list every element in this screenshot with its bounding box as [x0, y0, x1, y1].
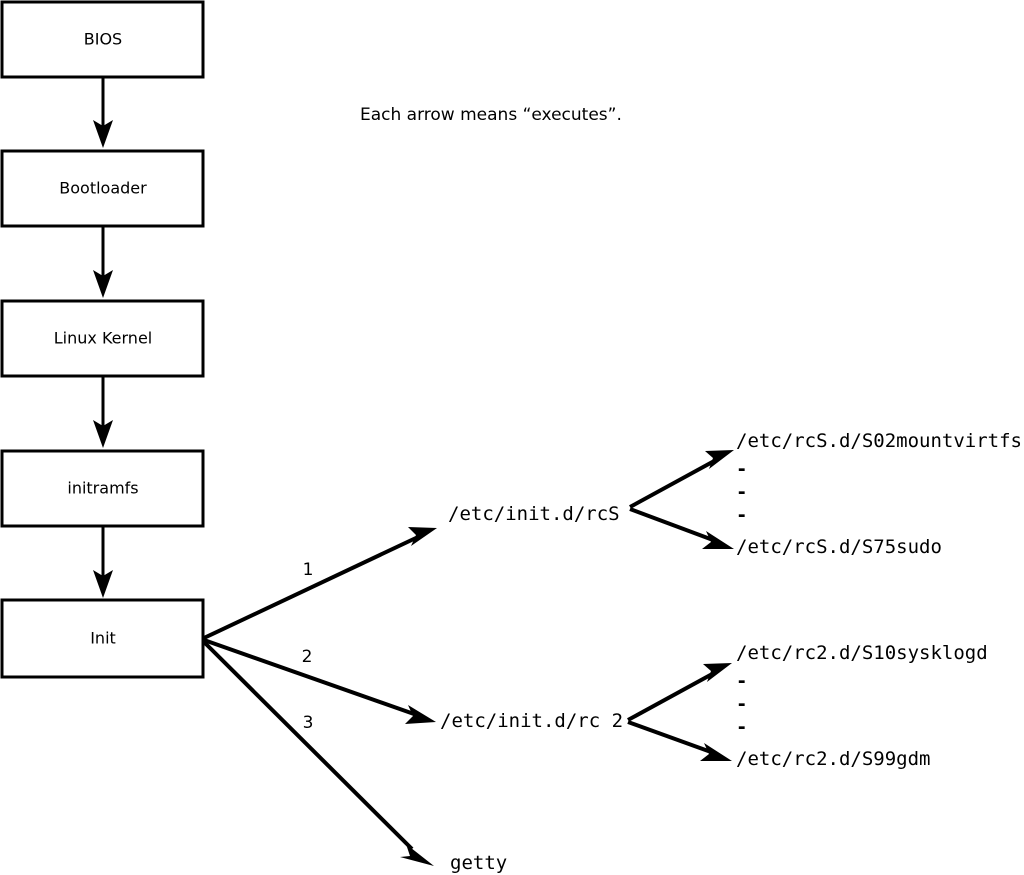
arrow-initramfs-to-init [93, 526, 113, 598]
label-etc-initd-rcs: /etc/init.d/rcS [448, 503, 620, 525]
bios-label: BIOS [84, 30, 122, 49]
arrowhead-icon [400, 844, 434, 866]
rc2-ellipsis-dash-2: - [736, 693, 747, 715]
arrow-kernel-to-initramfs [93, 376, 113, 448]
label-rc2-first-script: /etc/rc2.d/S10sysklogd [736, 642, 988, 664]
arrow-init-to-rcs: 1 [203, 527, 437, 640]
arrowhead-icon [705, 450, 734, 469]
arrowhead-icon [408, 527, 437, 546]
initramfs-box [0, 449, 205, 528]
edge-number-1: 1 [303, 560, 314, 580]
bios-box [0, 0, 205, 79]
edge-number-3: 3 [303, 713, 314, 733]
init-box [0, 598, 205, 679]
label-rcs-last-script: /etc/rcS.d/S75sudo [736, 536, 942, 558]
arrowhead-icon [93, 270, 113, 298]
arrow-rc2-to-last-script [627, 720, 732, 761]
node-linux-kernel: Linux Kernel [0, 299, 205, 378]
arrowhead-icon [700, 743, 732, 761]
arrowhead-icon [702, 531, 734, 549]
linux-kernel-label: Linux Kernel [54, 329, 152, 348]
label-rcs-first-script: /etc/rcS.d/S02mountvirtfs [736, 430, 1022, 452]
init-label: Init [90, 629, 116, 648]
node-bootloader: Bootloader [0, 149, 205, 228]
arrowhead-icon [93, 120, 113, 148]
label-getty: getty [450, 852, 507, 874]
edge-number-2: 2 [302, 647, 313, 667]
label-rc2-last-script: /etc/rc2.d/S99gdm [736, 748, 930, 770]
arrow-rcs-to-first-script [629, 450, 734, 509]
arrow-bios-to-bootloader [93, 77, 113, 148]
bootloader-box [0, 149, 205, 228]
rc2-ellipsis-dash-1: - [736, 670, 747, 692]
rc2-ellipsis-dash-3: - [736, 716, 747, 738]
label-etc-initd-rc2: /etc/init.d/rc 2 [440, 710, 623, 732]
arrow-bootloader-to-kernel [93, 226, 113, 298]
node-initramfs: initramfs [0, 449, 205, 528]
arrowhead-icon [703, 663, 732, 682]
arrowhead-icon [93, 420, 113, 448]
rcs-ellipsis-dash-2: - [736, 481, 747, 503]
initramfs-label: initramfs [67, 479, 138, 498]
rcs-ellipsis-dash-3: - [736, 504, 747, 526]
arrow-rc2-to-first-script [627, 663, 732, 722]
arrowhead-icon [405, 705, 436, 724]
arrow-rcs-to-last-script [629, 507, 734, 549]
arrow-init-to-rc2: 2 [203, 638, 436, 724]
arrowhead-icon [93, 570, 113, 598]
node-bios: BIOS [0, 0, 205, 79]
node-init: Init [0, 598, 205, 679]
rcs-ellipsis-dash-1: - [736, 458, 747, 480]
bootloader-label: Bootloader [59, 179, 147, 198]
arrow-init-to-getty: 3 [202, 640, 434, 866]
diagram-caption: Each arrow means “executes”. [360, 105, 622, 125]
